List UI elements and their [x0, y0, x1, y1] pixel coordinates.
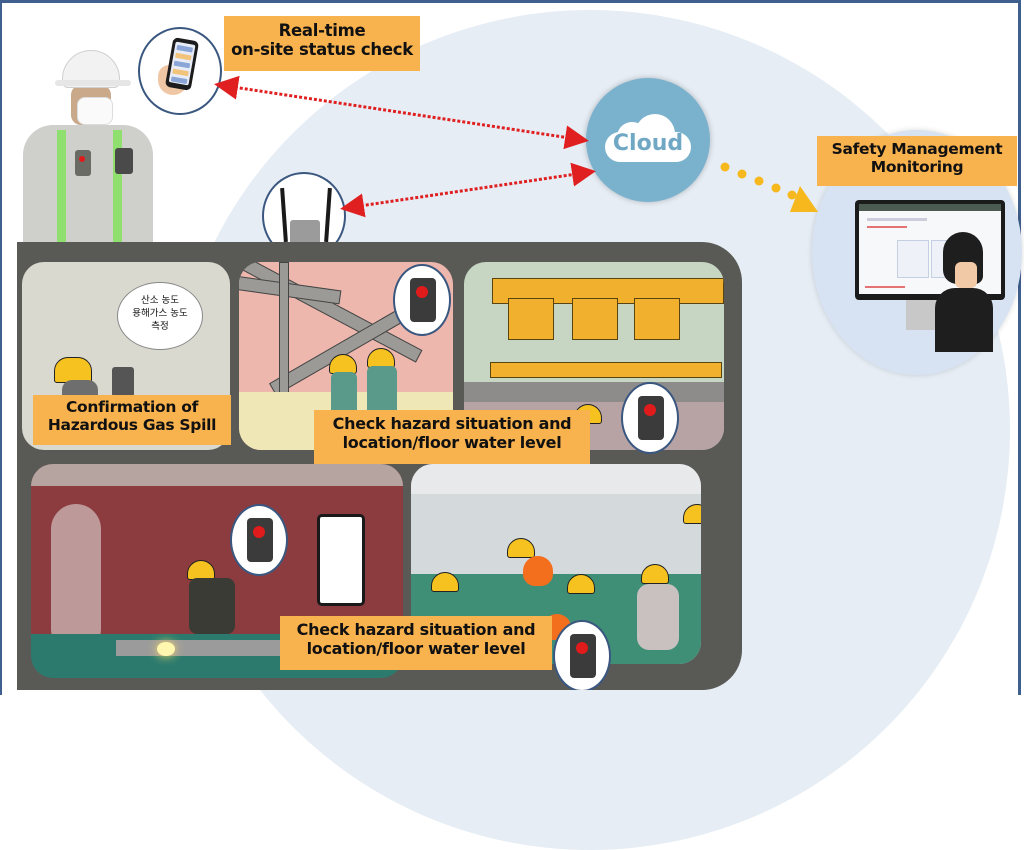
phone-cloud-link-arrow	[214, 75, 589, 150]
diagram-frame	[0, 0, 1021, 695]
worker-mask	[77, 97, 113, 125]
worker-hardhat-icon	[431, 572, 459, 592]
wearable-camera-icon	[115, 148, 133, 174]
sensor-device-icon	[621, 382, 679, 454]
hazard-check-label-top: Check hazard situation and location/floo…	[314, 410, 590, 464]
speech-bubble: 산소 농도 용해가스 농도 측정	[117, 282, 203, 350]
connection-arrows	[214, 75, 818, 218]
worker-hardhat-icon	[683, 504, 701, 524]
safety-monitoring-label: Safety Management Monitoring	[817, 136, 1017, 186]
harness-strap-right	[113, 130, 122, 245]
cloud-icon	[605, 114, 691, 162]
hazard-scenarios-panel: 산소 농도 용해가스 농도 측정	[17, 242, 742, 690]
gas-spill-label: Confirmation of Hazardous Gas Spill	[33, 395, 231, 445]
harness-strap-left	[57, 130, 66, 245]
worker-hardhat-icon	[641, 564, 669, 584]
smartphone-icon	[138, 27, 222, 115]
hazard-check-label-bottom: Check hazard situation and location/floo…	[280, 616, 552, 670]
cloud-to-monitoring-arrow	[720, 162, 818, 212]
sensor-device-icon	[553, 620, 611, 690]
sensor-device-icon	[393, 264, 451, 336]
worker-with-wearable	[15, 45, 155, 245]
cloud-node: Cloud	[586, 78, 710, 202]
realtime-status-label: Real-time on-site status check	[224, 16, 420, 71]
sensor-device-icon	[230, 504, 288, 576]
fire-icon	[523, 556, 553, 586]
router-cloud-link-arrow	[340, 162, 596, 218]
gas-detector-icon	[112, 367, 134, 397]
worker-hardhat-icon	[507, 538, 535, 558]
worker-torso	[23, 125, 153, 245]
cloud-label: Cloud	[612, 131, 684, 156]
wall-panel	[317, 514, 365, 606]
worker-hardhat-icon	[567, 574, 595, 594]
safety-manager-figure	[935, 232, 993, 352]
wearable-sensor-icon	[75, 150, 91, 176]
worker-hardhat-icon	[54, 357, 92, 383]
